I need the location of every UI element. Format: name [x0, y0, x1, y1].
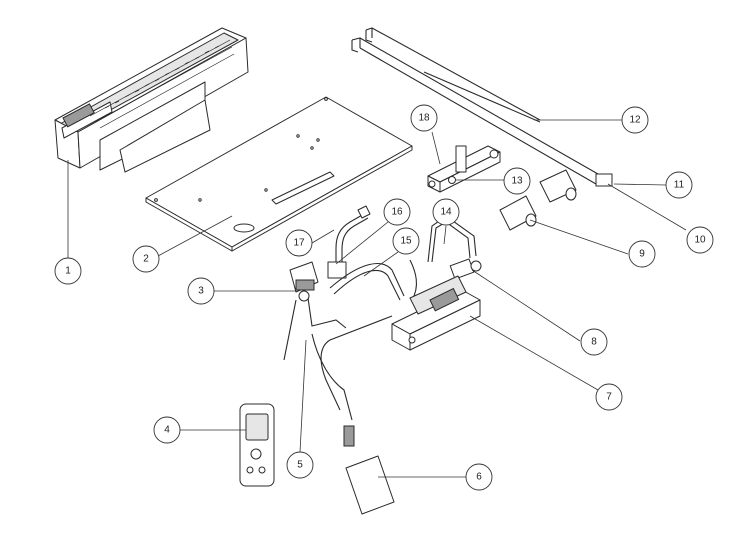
svg-text:17: 17 — [293, 238, 305, 249]
svg-text:5: 5 — [297, 460, 303, 471]
svg-text:6: 6 — [476, 472, 482, 483]
part-16-pipe-fitting — [327, 205, 371, 279]
callout-5: 5 — [286, 451, 314, 479]
part-12-rod — [365, 27, 541, 123]
callout-2: 2 — [132, 245, 160, 273]
callout-3: 3 — [187, 277, 215, 305]
callout-11: 11 — [665, 171, 693, 199]
svg-text:4: 4 — [164, 425, 170, 436]
part-18-bracket — [427, 145, 501, 193]
svg-text:18: 18 — [418, 113, 430, 124]
callout-10: 10 — [686, 226, 714, 254]
svg-text:15: 15 — [400, 236, 412, 247]
part-6-sensor — [320, 315, 395, 515]
part-1-burner-rail — [54, 27, 249, 173]
part-5-thermocouple — [311, 333, 353, 421]
callout-16: 16 — [383, 198, 411, 226]
part-2-mounting-plate — [145, 96, 413, 252]
svg-text:2: 2 — [143, 254, 149, 265]
svg-text:8: 8 — [591, 337, 597, 348]
callout-1: 1 — [54, 257, 82, 285]
callout-8: 8 — [580, 328, 608, 356]
svg-text:1: 1 — [65, 266, 71, 277]
svg-text:11: 11 — [674, 180, 685, 191]
callout-14: 14 — [432, 198, 460, 226]
callout-6: 6 — [465, 463, 493, 491]
callout-9: 9 — [628, 240, 656, 268]
part-10-rod — [359, 47, 613, 187]
svg-text:12: 12 — [629, 115, 641, 126]
callout-7: 7 — [595, 383, 623, 411]
svg-text:14: 14 — [440, 207, 452, 218]
leader-lines — [67, 119, 687, 478]
svg-text:3: 3 — [198, 286, 204, 297]
part-8-elbow-fitting — [449, 258, 482, 280]
part-4-remote-handset — [239, 403, 275, 487]
part-7-valve-block — [391, 275, 481, 351]
part-11-rod — [351, 37, 613, 183]
svg-text:9: 9 — [639, 249, 645, 260]
svg-text:13: 13 — [511, 176, 523, 187]
callout-4: 4 — [153, 416, 181, 444]
part-9-coupler — [499, 169, 577, 231]
callout-18: 18 — [410, 104, 438, 132]
svg-text:7: 7 — [606, 392, 612, 403]
callout-15: 15 — [392, 227, 420, 255]
part-13-screw — [428, 176, 456, 188]
part-3-pilot-assembly — [283, 261, 347, 361]
svg-text:16: 16 — [391, 207, 403, 218]
svg-text:10: 10 — [694, 235, 706, 246]
callout-17: 17 — [285, 229, 313, 257]
callout-13: 13 — [503, 167, 531, 195]
callout-12: 12 — [621, 106, 649, 134]
